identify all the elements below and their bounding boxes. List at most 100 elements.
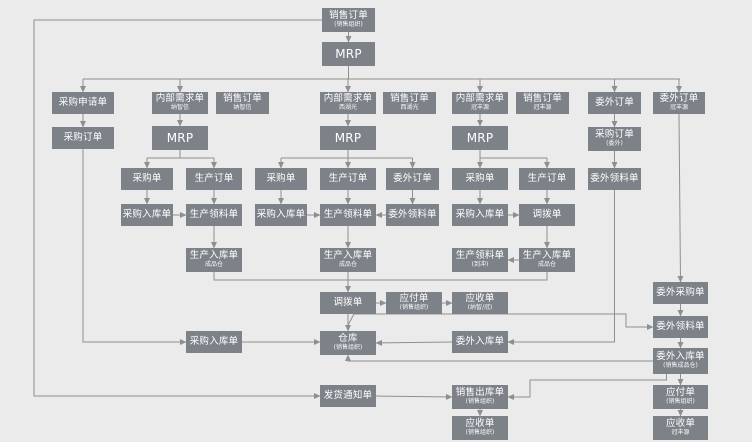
node-label: 调拨单 — [333, 297, 363, 309]
node-sublabel: 冠丰源 — [669, 104, 688, 112]
node-label: 发货通知单 — [323, 390, 373, 402]
node-label: 销售订单 — [223, 93, 262, 105]
node-sales-outbound: 销售出库单(销售组织) — [452, 385, 508, 409]
node-label: 委外采购单 — [656, 287, 705, 299]
node-sales-order-1: 销售订单纳智信 — [216, 92, 269, 114]
node-label: 采购单 — [132, 173, 162, 185]
node-sublabel: 西湖光 — [400, 104, 419, 112]
node-label: 生产领料单 — [455, 250, 505, 262]
node-outsource-order-2: 委外订单 — [386, 168, 439, 190]
node-sublabel: 纳智信 — [170, 104, 189, 112]
node-label: 内部需求单 — [155, 93, 205, 105]
node-label: 生产订单 — [527, 173, 567, 185]
node-transfer-3: 调拨单 — [519, 204, 575, 226]
node-label: 销售订单 — [523, 93, 562, 105]
node-outsource-order-a: 委外订单 — [588, 92, 641, 114]
node-label: 采购入库单 — [122, 209, 172, 221]
node-receivable-main: 应收单(纳智/冠) — [452, 292, 508, 314]
node-production-pick-1: 生产领料单 — [186, 204, 242, 226]
node-sublabel: (委外) — [606, 140, 623, 148]
node-purchase-3: 采购单 — [452, 168, 508, 190]
node-internal-demand-2: 内部需求单西湖光 — [320, 92, 376, 114]
node-purchase-request: 采购申请单 — [52, 92, 114, 114]
node-production-order-2: 生产订单 — [320, 168, 376, 190]
node-sublabel: 西湖光 — [338, 104, 357, 112]
node-purchase-order-left: 采购订单 — [52, 127, 114, 149]
node-mrp-1: MRP — [152, 126, 208, 150]
node-label: 委外领料单 — [590, 173, 639, 185]
node-label: 委外入库单 — [455, 336, 505, 348]
connector-line — [347, 313, 654, 330]
connector-line — [345, 354, 653, 362]
node-label: 销售订单 — [329, 10, 368, 22]
node-label: 销售订单 — [390, 93, 429, 105]
node-sublabel: (销售组织) — [333, 344, 363, 352]
node-label: 内部需求单 — [323, 93, 373, 105]
node-label: MRP — [166, 130, 194, 145]
node-production-receipt-1: 生产入库单成品仓 — [186, 248, 242, 272]
node-label: 采购订单 — [595, 129, 634, 141]
node-outsource-pick-b: 委外领料单 — [653, 316, 708, 338]
node-label: 仓库 — [338, 333, 358, 345]
node-mrp-2: MRP — [320, 126, 376, 150]
node-outsource-pick-a: 委外领料单 — [588, 168, 641, 190]
node-purchase-receipt-2: 采购入库单 — [255, 204, 307, 226]
node-receivable-b: 应收单冠丰源 — [653, 416, 708, 440]
node-label: 生产订单 — [194, 173, 234, 185]
connector-line — [82, 149, 187, 345]
node-sublabel: (销售组织) — [666, 398, 695, 406]
node-label: 采购入库单 — [189, 336, 239, 348]
node-sublabel: 成品仓 — [204, 261, 223, 269]
node-sales-order-2: 销售订单西湖光 — [383, 92, 436, 114]
node-purchase-receipt-3: 采购入库单 — [452, 204, 508, 226]
node-sublabel: (纳智/冠) — [467, 304, 493, 312]
node-label: 委外订单 — [393, 173, 432, 185]
node-internal-demand-3: 内部需求单冠丰源 — [452, 92, 508, 114]
node-purchase-order-outsource: 采购订单(委外) — [588, 127, 641, 151]
node-sublabel: (销售组织) — [334, 21, 363, 29]
node-sublabel: (销售成品仓) — [663, 362, 698, 370]
node-production-order-3: 生产订单 — [519, 168, 575, 190]
connector-line — [213, 272, 548, 281]
node-sublabel: 成品仓 — [338, 261, 357, 269]
node-internal-demand-1: 内部需求单纳智信 — [152, 92, 208, 114]
node-purchase-1: 采购单 — [121, 168, 173, 190]
node-label: MRP — [466, 130, 494, 145]
node-purchase-receipt-1: 采购入库单 — [121, 204, 173, 226]
node-outsource-receipt-b: 委外入库单(销售成品仓) — [653, 348, 708, 374]
node-label: 采购入库单 — [455, 209, 505, 221]
node-sales-order-3: 销售订单冠丰源 — [516, 92, 569, 114]
node-sublabel: 冠丰源 — [671, 429, 690, 437]
node-outsource-pick-2: 委外领料单 — [386, 204, 439, 226]
node-transfer-main: 调拨单 — [320, 292, 376, 314]
node-label: 调拨单 — [532, 209, 562, 221]
node-label: 委外订单 — [659, 93, 699, 105]
node-sublabel: (销售组织) — [465, 429, 495, 437]
node-sublabel: 纳智信 — [233, 104, 252, 112]
node-label: 采购单 — [465, 173, 495, 185]
connector-line — [375, 393, 453, 400]
node-production-pick-3: 生产领料单(到冲) — [452, 248, 508, 272]
node-outsource-purchase-b: 委外采购单 — [653, 282, 708, 304]
node-label: 生产订单 — [328, 173, 368, 185]
node-label: 生产领料单 — [323, 209, 373, 221]
node-label: 采购单 — [266, 173, 296, 185]
node-production-pick-2: 生产领料单 — [320, 204, 376, 226]
node-sublabel: 冠丰源 — [470, 104, 489, 112]
node-production-receipt-2: 生产入库单成品仓 — [320, 248, 376, 272]
node-purchase-2: 采购单 — [255, 168, 307, 190]
node-production-receipt-3: 生产入库单成品仓 — [519, 248, 575, 272]
node-label: 应收单 — [465, 418, 495, 430]
node-label: 生产领料单 — [189, 209, 239, 221]
node-outsource-receipt-main: 委外入库单 — [452, 331, 508, 353]
node-delivery-notice: 发货通知单 — [320, 385, 376, 407]
node-label: MRP — [334, 130, 362, 145]
node-receivable-bottom: 应收单(销售组织) — [452, 416, 508, 440]
node-sales-order-top: 销售订单(销售组织) — [322, 8, 375, 32]
node-label: 委外入库单 — [656, 351, 705, 363]
connector-line — [33, 19, 322, 399]
node-warehouse: 仓库(销售组织) — [320, 331, 376, 355]
connector-line — [375, 339, 453, 346]
